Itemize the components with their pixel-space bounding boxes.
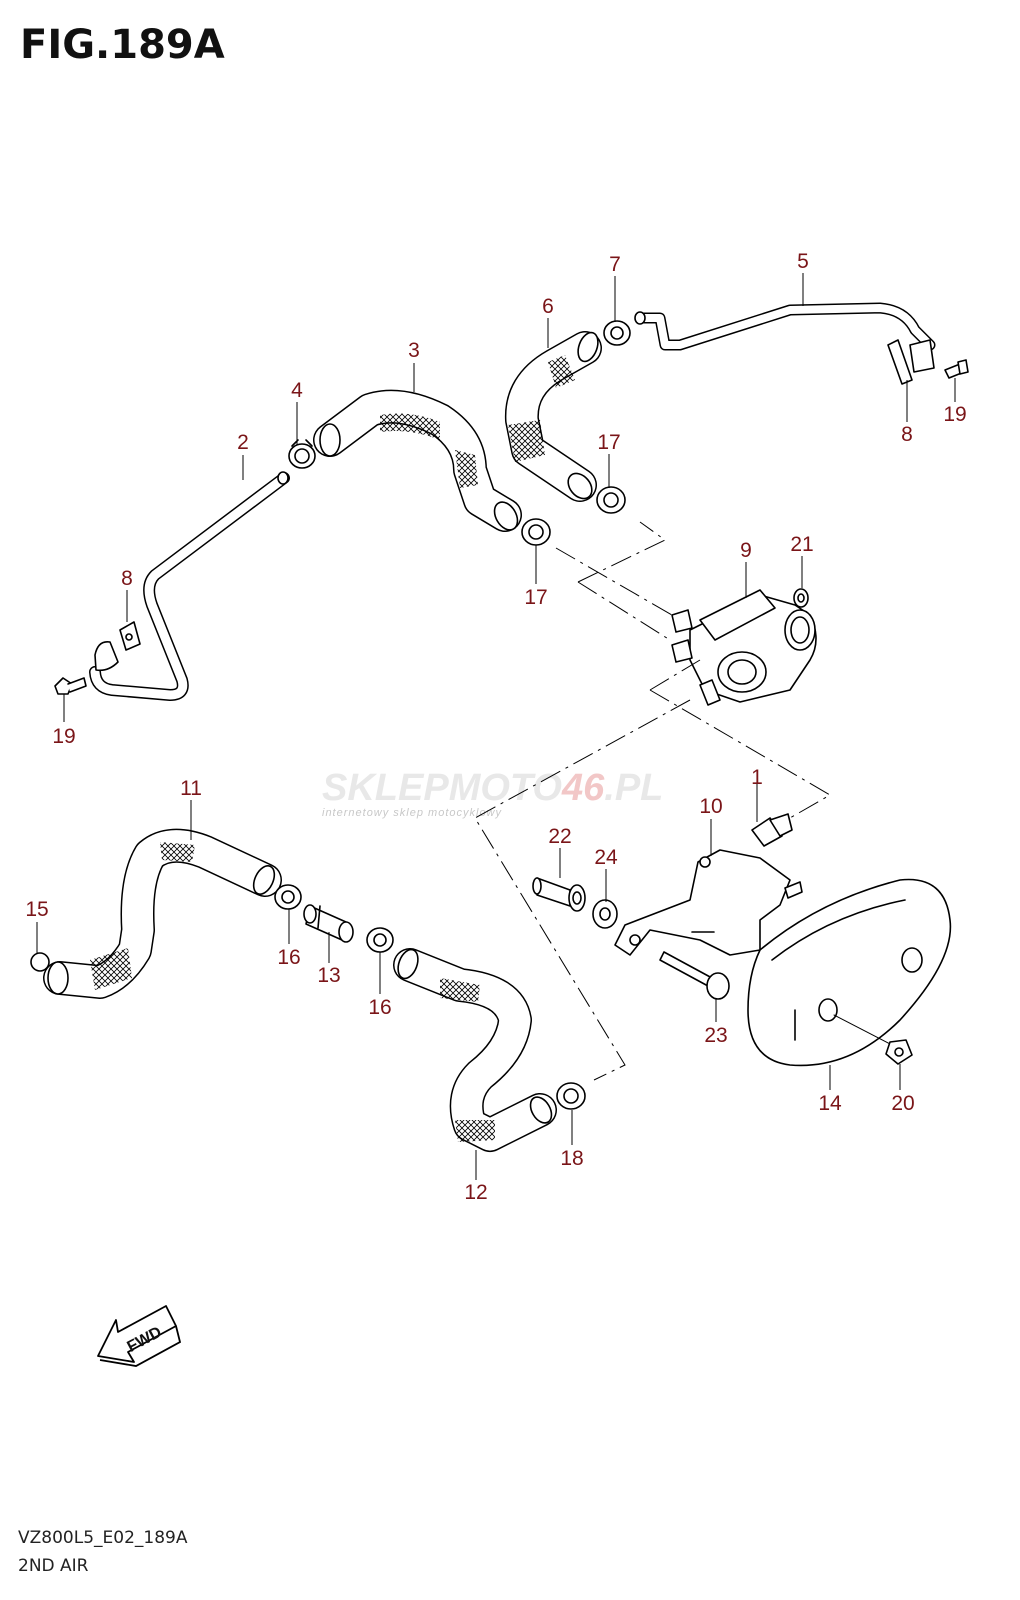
callout-15: 15 — [25, 898, 48, 921]
assembly-lines — [474, 521, 831, 1081]
clamp-part-4 — [288, 439, 316, 469]
bracket-part-10 — [614, 849, 803, 956]
callout-14: 14 — [818, 1092, 842, 1115]
callout-11: 11 — [180, 777, 202, 800]
callout-19-left: 19 — [52, 725, 75, 748]
clamp-part-17-upper — [596, 486, 626, 514]
nut-part-20 — [885, 1039, 913, 1065]
callout-24: 24 — [594, 846, 618, 869]
clamp-part-17-lower — [521, 518, 551, 546]
grommet-part-24 — [592, 899, 618, 929]
callouts: 1 2 3 4 5 6 7 8 8 9 10 11 12 13 14 15 16… — [25, 250, 966, 1204]
fwd-arrow-icon: FWD — [97, 1305, 182, 1367]
figure-title: FIG.189A — [20, 22, 225, 68]
callout-7: 7 — [609, 253, 621, 276]
svg-text:SKLEPMOTO46.PL: SKLEPMOTO46.PL — [322, 767, 663, 809]
callout-20: 20 — [891, 1092, 914, 1115]
pipe-part-2 — [89, 471, 290, 701]
callout-19-right: 19 — [943, 403, 966, 426]
hose-part-11 — [43, 828, 282, 999]
callout-18: 18 — [560, 1147, 583, 1170]
callout-2: 2 — [237, 431, 249, 454]
callout-21: 21 — [790, 533, 813, 556]
bracket-part-8-left — [119, 621, 141, 651]
bracket-part-8-right — [887, 339, 935, 385]
bolt-part-19-right — [944, 359, 969, 379]
joint-part-13 — [303, 904, 354, 943]
bolt-part-19-left — [54, 677, 87, 695]
callout-4: 4 — [291, 379, 303, 402]
hose-part-12 — [393, 948, 557, 1152]
clamp-part-7 — [603, 320, 631, 346]
pipe-part-5 — [634, 302, 936, 351]
callout-12: 12 — [464, 1181, 487, 1204]
callout-9: 9 — [740, 539, 752, 562]
callout-8-right: 8 — [901, 423, 913, 446]
callout-5: 5 — [797, 250, 809, 273]
watermark: SKLEPMOTO46.PL internetowy sklep motocyk… — [322, 767, 663, 819]
valve-part-9 — [671, 589, 817, 706]
hose-part-6 — [504, 331, 602, 502]
callout-23: 23 — [704, 1024, 727, 1047]
airbox-part-14 — [747, 878, 952, 1067]
clamp-part-16-right — [366, 927, 394, 953]
leader-lines — [36, 273, 956, 1180]
clip-part-15 — [30, 952, 50, 972]
clamp-part-16-left — [274, 884, 302, 910]
hose-part-3 — [313, 389, 522, 532]
callout-3: 3 — [408, 339, 420, 362]
callout-22: 22 — [548, 825, 571, 848]
callout-17-lower: 17 — [524, 586, 547, 609]
svg-text:internetowy sklep motocyklowy: internetowy sklep motocyklowy — [322, 807, 503, 819]
diagram-code: VZ800L5_E02_189A — [18, 1528, 188, 1548]
sensor-part-1 — [751, 813, 793, 847]
callout-16-left: 16 — [277, 946, 300, 969]
callout-1: 1 — [751, 766, 763, 789]
callout-10: 10 — [699, 795, 722, 818]
washer-part-21 — [793, 588, 809, 608]
callout-16-right: 16 — [368, 996, 391, 1019]
callout-13: 13 — [317, 964, 340, 987]
callout-6: 6 — [542, 295, 554, 318]
collar-part-22 — [532, 877, 586, 912]
callout-17-upper: 17 — [597, 431, 620, 454]
bolt-part-23 — [659, 951, 730, 1000]
diagram-name: 2ND AIR — [18, 1556, 89, 1576]
callout-8-left: 8 — [121, 567, 133, 590]
clamp-part-18 — [556, 1082, 586, 1110]
